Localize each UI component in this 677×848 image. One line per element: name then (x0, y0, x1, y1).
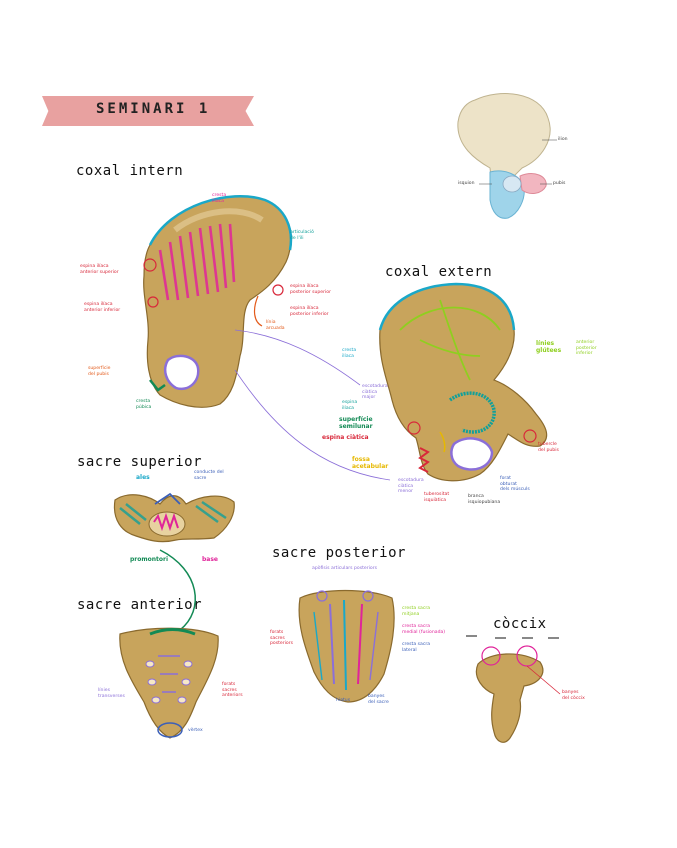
label-sa-forats: forats sacres anteriors (222, 682, 243, 699)
label-sp-apofisis: apòfisis articulars posteriors (312, 566, 378, 571)
label-ci-espina-ant-inf: espina ilíaca anterior inferior (84, 302, 121, 313)
label-sp-cresta-lateral: cresta sacra lateral (402, 642, 431, 653)
label-ci-articulacio: articulació de l'ili (290, 230, 314, 241)
label-ce-forat-obturat: forat obturat dels músculs (500, 476, 530, 493)
label-ce-espina-ciatica: espina ciàtica (322, 434, 369, 441)
label-ci-cresta-pubica: cresta púbica (136, 399, 152, 410)
sacre-posterior-bone (298, 589, 395, 703)
label-ss-conducte: conducte del sacre (194, 470, 224, 481)
label-ilion: ilion (558, 137, 568, 142)
heading-sacre-posterior: sacre posterior (272, 545, 406, 561)
hip-overview-diagram (457, 93, 557, 219)
label-ci-cresta: cresta ilíaca (212, 193, 227, 204)
label-ce-fossa-acetabular: fossa acetabular (352, 456, 389, 470)
label-ce-linies-detail: anterior posterior inferior (576, 340, 597, 357)
page-title: SEMINARI 1 (96, 101, 211, 117)
label-sa-vertex: vèrtex (188, 728, 203, 733)
label-ci-espina-ant-sup: espina ilíaca anterior superior (80, 264, 119, 275)
label-ss-base: base (202, 556, 218, 563)
heading-coxal-extern: coxal extern (385, 264, 493, 280)
label-ce-espina-iliaca: espina ilíaca (342, 400, 358, 411)
label-ci-superficie-pubis: superfície del pubis (88, 366, 111, 377)
label-sp-cresta-mitjana: cresta sacra mitjana (402, 606, 431, 617)
label-sp-cresta-medial: cresta sacra medial (fusionada) (402, 624, 446, 635)
heading-coxal-intern: coxal intern (76, 163, 184, 179)
coxal-intern-bone (143, 195, 293, 408)
sacre-superior-bone (113, 492, 235, 543)
heading-sacre-superior: sacre superior (77, 454, 203, 470)
label-ce-tubercle-pubis: tubercle del pubis (538, 442, 559, 453)
label-ci-espina-post-inf: espina ilíaca posterior inferior (290, 306, 329, 317)
label-ci-linia-arcuada: línia arcuada (266, 320, 285, 331)
label-sp-forats: forats sacres posteriors (270, 630, 294, 647)
label-ce-branca: branca isquiopubiana (468, 494, 501, 505)
label-sa-linies: línies transverses (98, 688, 125, 699)
heading-coccix: còccix (493, 616, 547, 632)
coxal-extern-bone (378, 282, 548, 482)
label-sp-banyes: banyes del sacre (368, 694, 389, 705)
label-ss-promontori: promontori (130, 556, 169, 563)
label-cx-banyes: banyes del còccix (562, 690, 585, 701)
label-ce-escotadura-major: escotadura ciàtica major (362, 384, 388, 401)
label-ce-linies-glutees: línies glútees (536, 340, 562, 354)
coccix-bone (466, 635, 561, 743)
label-ss-ales: ales (136, 474, 150, 481)
label-sp-hiatus: hiatus (336, 698, 351, 703)
label-isquion: isquion (458, 181, 475, 186)
heading-sacre-anterior: sacre anterior (77, 597, 203, 613)
label-ce-cresta: cresta ilíaca (342, 348, 357, 359)
sacre-anterior-bone (119, 627, 219, 739)
label-ce-superficie-semilunar: superfície semilunar (339, 416, 373, 430)
label-ce-escotadura-menor: escotadura ciàtica menor (398, 478, 424, 495)
label-ci-espina-post-sup: espina ilíaca posterior superior (290, 284, 331, 295)
label-ce-tuberositat: tuberositat isquiàtica (424, 492, 450, 503)
label-pubis: pubis (553, 181, 566, 186)
title-banner (42, 96, 254, 126)
